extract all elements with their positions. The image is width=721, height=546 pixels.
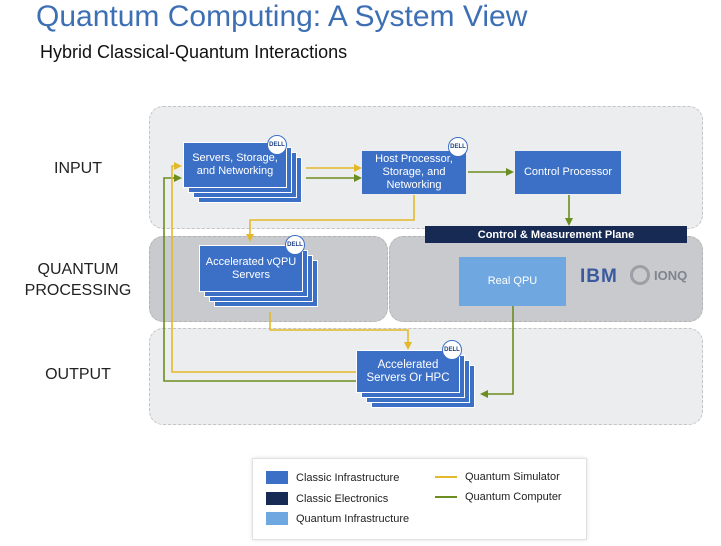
- dell-logo-icon: DELL: [267, 135, 287, 155]
- legend-line-quantum-comp: [435, 496, 457, 498]
- real-qpu-box: Real QPU: [459, 257, 566, 306]
- ionq-logo: IONQ: [630, 265, 687, 285]
- wire-qpu-to-hpc: [480, 305, 514, 398]
- legend-label-classic-infra: Classic Infrastructure: [296, 471, 400, 484]
- dell-logo-icon: DELL: [285, 235, 305, 255]
- hpc-stack: Accelerated Servers Or HPC: [356, 350, 475, 408]
- row-label-quantum-line2: PROCESSING: [24, 282, 132, 299]
- legend-label-quantum-infra: Quantum Infrastructure: [296, 512, 410, 525]
- legend-label-quantum-sim: Quantum Simulator: [465, 471, 560, 483]
- vqpu-card: Accelerated vQPU Servers: [199, 245, 303, 292]
- legend-swatch-classic-elec: [266, 492, 288, 505]
- ionq-mark-icon: [630, 265, 650, 285]
- legend-item-classic-elec: Classic Electronics: [266, 492, 388, 505]
- page-title: Quantum Computing: A System View: [36, 0, 528, 33]
- ibm-logo: IBM: [580, 266, 618, 287]
- row-label-output: OUTPUT: [45, 366, 111, 383]
- legend-item-classic-infra: Classic Infrastructure: [266, 471, 399, 484]
- hpc-card: Accelerated Servers Or HPC: [356, 350, 460, 393]
- legend-swatch-classic-infra: [266, 471, 288, 484]
- wire-hpc-to-servers-yellow: [171, 162, 356, 373]
- wire-host-to-vqpu: [246, 195, 415, 242]
- wire-vqpu-to-hpc: [269, 312, 412, 350]
- host-processor-box: Host Processor, Storage, and Networking: [362, 151, 466, 194]
- dell-logo-icon: DELL: [448, 137, 468, 157]
- legend-item-quantum-sim: Quantum Simulator: [435, 471, 560, 483]
- row-label-quantum: QUANTUM PROCESSING: [18, 259, 138, 301]
- legend-item-quantum-comp: Quantum Computer: [435, 491, 562, 503]
- legend: Classic Infrastructure Classic Electroni…: [252, 458, 587, 540]
- legend-label-quantum-comp: Quantum Computer: [465, 491, 562, 503]
- servers-card: Servers, Storage, and Networking: [183, 142, 287, 188]
- row-label-quantum-line1: QUANTUM: [37, 261, 119, 278]
- legend-swatch-quantum-infra: [266, 512, 288, 525]
- page-subtitle: Hybrid Classical-Quantum Interactions: [40, 42, 348, 62]
- row-label-input: INPUT: [54, 160, 102, 177]
- vqpu-stack: Accelerated vQPU Servers: [199, 245, 318, 307]
- servers-stack: Servers, Storage, and Networking: [183, 142, 302, 203]
- control-measurement-plane: Control & Measurement Plane: [425, 226, 687, 243]
- legend-line-quantum-sim: [435, 476, 457, 478]
- legend-label-classic-elec: Classic Electronics: [296, 492, 389, 505]
- ionq-wordmark: IONQ: [654, 267, 688, 283]
- control-processor-box: Control Processor: [515, 151, 621, 194]
- legend-item-quantum-infra: Quantum Infrastructure: [266, 512, 409, 525]
- dell-logo-icon: DELL: [442, 340, 462, 360]
